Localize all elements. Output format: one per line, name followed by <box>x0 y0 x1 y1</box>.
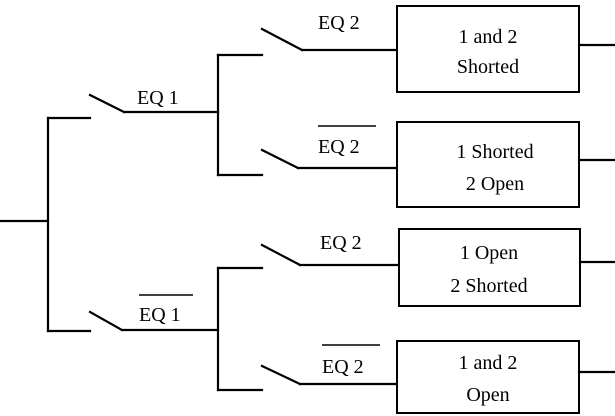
outcome-4-line1: 1 and 2 <box>459 352 518 374</box>
switch-eq2-b: EQ 2 <box>216 232 401 270</box>
outcome-1-line2: Shorted <box>457 56 519 78</box>
outcome-box-4 <box>396 340 580 414</box>
switch-label-eq2-bar-b: EQ 2 <box>322 356 364 378</box>
switch-label-eq1-bar: EQ 1 <box>139 304 181 326</box>
switch-label-eq2-a: EQ 2 <box>318 12 360 34</box>
outcome-box-1 <box>396 5 580 93</box>
outcome-box-2 <box>396 121 580 208</box>
switch-label-eq1: EQ 1 <box>137 87 179 109</box>
switch-label-eq2-b: EQ 2 <box>320 232 362 254</box>
switch-label-eq2-bar-a: EQ 2 <box>318 136 360 158</box>
outcome-3-line1: 1 Open <box>460 242 518 264</box>
outcome-2-line1: 1 Shorted <box>456 141 533 163</box>
outcome-4-line2: Open <box>466 384 509 406</box>
outcome-box-3 <box>398 228 581 307</box>
outcome-3-line2: 2 Shorted <box>450 275 527 297</box>
switch-eq2-bar-a: EQ 2 <box>216 125 399 177</box>
outcome-1-line1: 1 and 2 <box>459 26 518 48</box>
switch-eq2-bar-b: EQ 2 <box>216 344 399 392</box>
switch-eq1: EQ 1 <box>46 87 220 120</box>
outcome-2-line2: 2 Open <box>466 173 524 195</box>
switch-eq2-a: EQ 2 <box>216 12 399 57</box>
switch-eq1-bar: EQ 1 <box>46 294 220 333</box>
